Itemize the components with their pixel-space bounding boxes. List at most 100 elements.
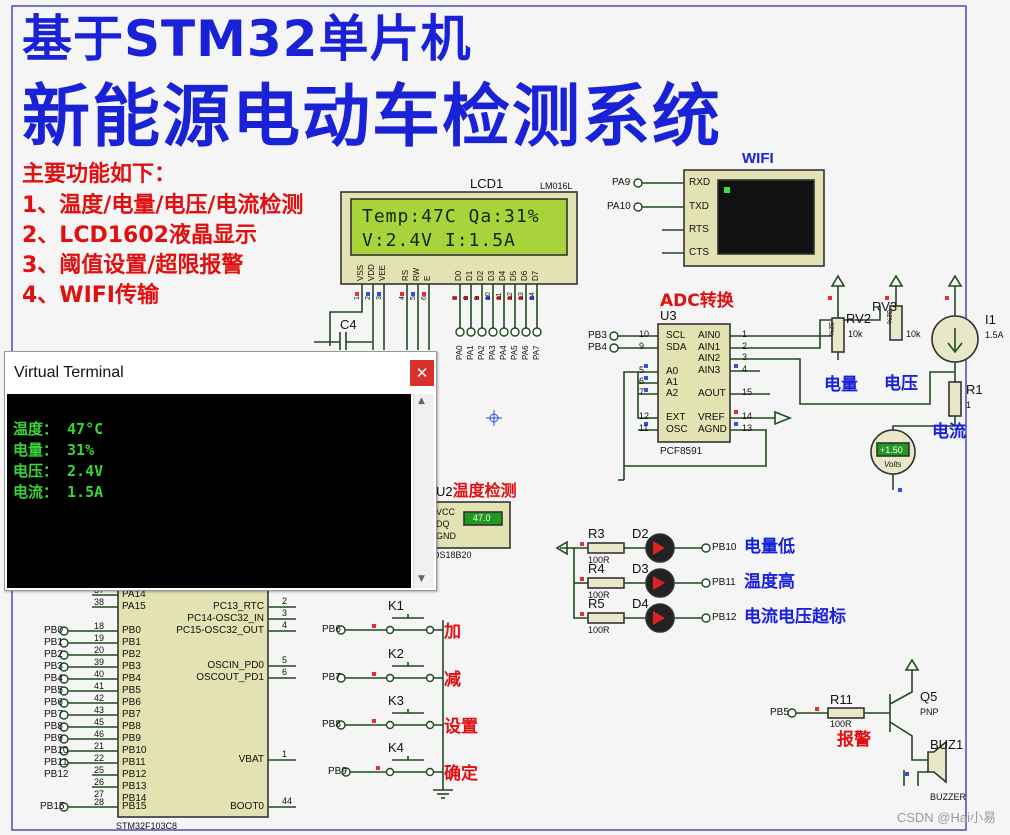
mcu-model: STM32F103C8: [116, 821, 178, 831]
wifi-pin: RXD: [689, 177, 711, 188]
led-resistor-ref: R5: [588, 596, 605, 611]
terminal-output: 温度： 47°C 电量： 31% 电压： 2.4V 电流： 1.5A: [7, 394, 411, 588]
mcu-pin-number: 1: [282, 749, 288, 759]
mcu-pin-label: PA15: [122, 601, 146, 612]
adc-body: [657, 323, 731, 443]
lcd-pin-number: 7: [452, 296, 459, 300]
net-label-pa9: PA9: [612, 177, 631, 188]
adc-pin-number: 5: [639, 365, 645, 375]
mcu-pin-number: 19: [94, 633, 105, 643]
lcd-pin-label: VEE: [378, 264, 387, 281]
mcu-net-label: PB1: [44, 637, 63, 648]
lcd-pin-number: 3: [376, 296, 383, 300]
adc-annotation: ADC转换: [660, 291, 734, 311]
mcu-pin-number: 18: [94, 621, 105, 631]
mcu-pin-number: 3: [282, 608, 288, 618]
mcu-net-label: PB0: [44, 625, 63, 636]
adc-pin-label: AIN2: [698, 353, 721, 364]
mcu-net-label: PB11: [44, 757, 68, 768]
alarm-annotation: 报警: [837, 730, 871, 750]
adc-pin-number: 3: [742, 352, 748, 362]
lcd-pin-label: D7: [531, 270, 540, 281]
temp-annotation: U2温度检测: [436, 483, 517, 499]
mcu-pin-label: PB12: [122, 769, 147, 780]
lcd-pin-label: D1: [465, 270, 474, 281]
led-net-label: PB11: [712, 577, 736, 588]
key-ref: K1: [388, 598, 404, 613]
terminal-scrollbar[interactable]: ▲ ▼: [413, 394, 434, 588]
led-net-label: PB10: [712, 542, 737, 553]
lcd-model: LM016L: [540, 181, 573, 191]
mcu-body: [117, 584, 269, 818]
adc-pin-label: AOUT: [698, 388, 726, 399]
charge-annotation: 电量: [824, 375, 858, 395]
close-icon[interactable]: ✕: [410, 360, 434, 386]
lcd-bus-net: PA1: [466, 345, 475, 360]
mcu-net-label: PB15: [40, 801, 65, 812]
wifi-pin: RTS: [689, 224, 709, 235]
mcu-pin-number: 46: [94, 729, 105, 739]
mcu-pin-label: PB4: [122, 673, 141, 684]
mcu-pin-label: PB7: [122, 709, 141, 720]
scroll-down-icon[interactable]: ▼: [418, 574, 425, 584]
mcu-net-label: PB2: [44, 649, 63, 660]
mcu-net-label: PB3: [44, 661, 63, 672]
mcu-pin-label: PB14: [122, 793, 147, 804]
mcu-pin-number: 6: [282, 667, 288, 677]
lcd-pin-label: D2: [476, 270, 485, 281]
ds18b20-reading: 47.0: [473, 513, 491, 523]
adc-pin-label: OSC: [666, 424, 688, 435]
feature-item: 2、LCD1602液晶显示: [22, 223, 257, 248]
adc-pin-label: SDA: [666, 342, 687, 353]
rv3-wiper: 32%: [885, 310, 892, 325]
pin-state-markers: [355, 187, 949, 776]
key-ref: K2: [388, 646, 404, 661]
mcu-pin-label: OSCOUT_PD1: [196, 672, 264, 683]
led-ref: D3: [632, 561, 649, 576]
ds18b20-pin: VCC: [436, 507, 456, 517]
virtual-terminal-window[interactable]: Virtual Terminal ✕ 温度： 47°C 电量： 31% 电压： …: [4, 351, 437, 591]
lcd-pin-label: D4: [498, 270, 507, 281]
mcu-pin-label: PB11: [122, 757, 146, 768]
features-heading: 主要功能如下：: [22, 162, 177, 187]
led-resistor-value: 100R: [588, 625, 610, 635]
mcu-pin-label: PB9: [122, 733, 141, 744]
lcd-bus-net: PA3: [488, 345, 497, 360]
net-label-pb5: PB5: [770, 707, 789, 718]
mcu-pin-label: PC14-OSC32_IN: [187, 613, 264, 624]
crosshair-icon: [486, 410, 502, 426]
adc-pin-label: EXT: [666, 412, 686, 423]
terminal-line: 电压： 2.4V: [13, 462, 104, 480]
virtual-terminal-titlebar[interactable]: Virtual Terminal ✕: [5, 352, 436, 392]
adc-pin-label: AIN1: [698, 342, 721, 353]
feature-item: 4、WIFI传输: [22, 283, 159, 308]
mcu-pin-number: 27: [94, 789, 105, 799]
lcd-pin-number: 12: [507, 292, 514, 300]
scroll-up-icon[interactable]: ▲: [418, 396, 425, 406]
mcu-pin-label: PA14: [122, 589, 146, 600]
adc-pin-label: AIN0: [698, 330, 721, 341]
temp-label: 温度检测: [452, 481, 517, 500]
adc-ref: U3: [660, 308, 677, 323]
adc-pin-number: 9: [639, 341, 645, 351]
lcd-bus-net: PA7: [532, 345, 541, 360]
mcu-net-label: PB6: [44, 697, 63, 708]
net-label-pb4: PB4: [588, 342, 607, 353]
mcu-net-label: PB5: [44, 685, 63, 696]
lcd-pin-number: 2: [365, 296, 372, 300]
adc-pin-number: 6: [639, 376, 645, 386]
mcu-pin-number: 44: [282, 796, 293, 806]
key-annotation: 确定: [444, 764, 478, 784]
mcu-pin-number: 25: [94, 765, 105, 775]
lcd-pin-number: 6: [421, 296, 428, 300]
mcu-pin-number: 42: [94, 693, 105, 703]
key-net-label: PB6: [322, 624, 341, 635]
ds18b20-model: DS18B20: [433, 550, 472, 560]
mcu-pin-label: PB15: [122, 801, 147, 812]
voltage-annotation: 电压: [884, 374, 918, 394]
r1-body: [948, 381, 962, 417]
lcd-screen: [350, 198, 568, 256]
key-annotation: 减: [444, 670, 461, 690]
virtual-terminal-title: Virtual Terminal: [14, 364, 124, 381]
adc-model: PCF8591: [660, 446, 703, 457]
